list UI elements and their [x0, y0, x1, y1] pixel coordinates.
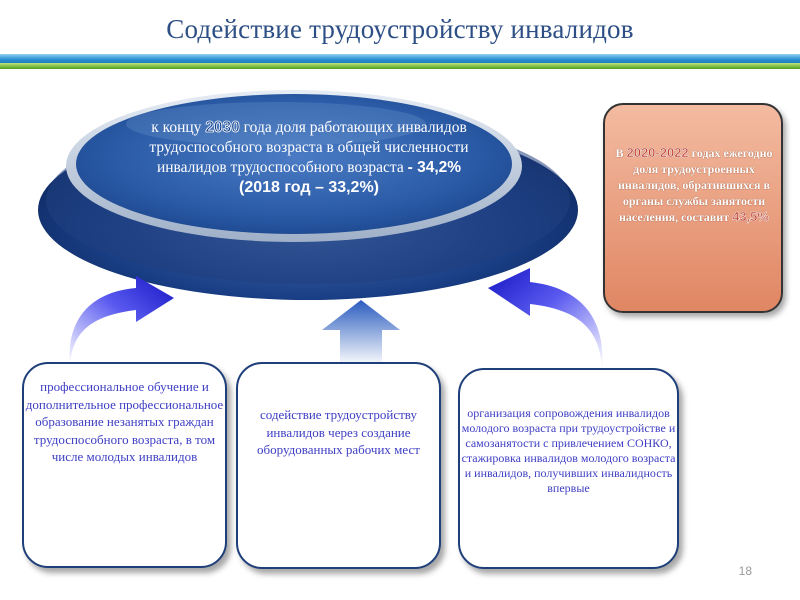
slide-title: Содействие трудоустройству инвалидов	[166, 14, 634, 44]
ellipse-line2: трудоспособного возраста в общей численн…	[149, 139, 469, 156]
forecast-part2: годах ежегодно доля трудоустроенных инва…	[618, 146, 773, 224]
forecast-value: 43,5%	[732, 209, 769, 225]
center-up-arrow-icon	[322, 300, 400, 366]
forecast-box: В 2020-2022 годах ежегодно доля трудоуст…	[603, 103, 783, 313]
right-curved-arrow-icon	[488, 268, 603, 368]
measure-text-workplaces: содействие трудоустройству инвалидов чер…	[257, 407, 420, 457]
goal-ellipse: к концу 2030 года доля работающих инвали…	[36, 84, 580, 304]
left-curved-arrow-icon	[69, 276, 174, 366]
measure-text-support: организация сопровождения инвалидов моло…	[461, 406, 676, 495]
measure-text-training: профессиональное обучение и дополнительн…	[25, 379, 224, 464]
measure-box-support: организация сопровождения инвалидов моло…	[458, 368, 679, 569]
forecast-part1: В	[615, 146, 627, 160]
baseline-value: (2018 год – 33,2%)	[238, 179, 380, 196]
forecast-text: В 2020-2022 годах ежегодно доля трудоуст…	[613, 145, 775, 225]
header-stripe-blue	[0, 54, 800, 64]
measure-box-workplaces: содействие трудоустройству инвалидов чер…	[236, 362, 441, 569]
forecast-years: 2020-2022	[626, 145, 689, 161]
header-stripe-green	[0, 63, 800, 69]
ellipse-graphic	[38, 90, 578, 300]
ellipse-line1-end: года доля работающих инвалидов	[239, 119, 467, 136]
measure-box-training: профессиональное обучение и дополнительн…	[22, 362, 227, 568]
target-year: 2030	[205, 119, 240, 137]
ellipse-text: к концу 2030 года доля работающих инвали…	[106, 118, 512, 198]
ellipse-line3-start: инвалидов трудоспособного возраста	[156, 159, 408, 176]
page-number: 18	[738, 564, 752, 578]
target-value: - 34,2%	[407, 159, 462, 176]
ellipse-line1-start: к концу	[151, 119, 206, 136]
